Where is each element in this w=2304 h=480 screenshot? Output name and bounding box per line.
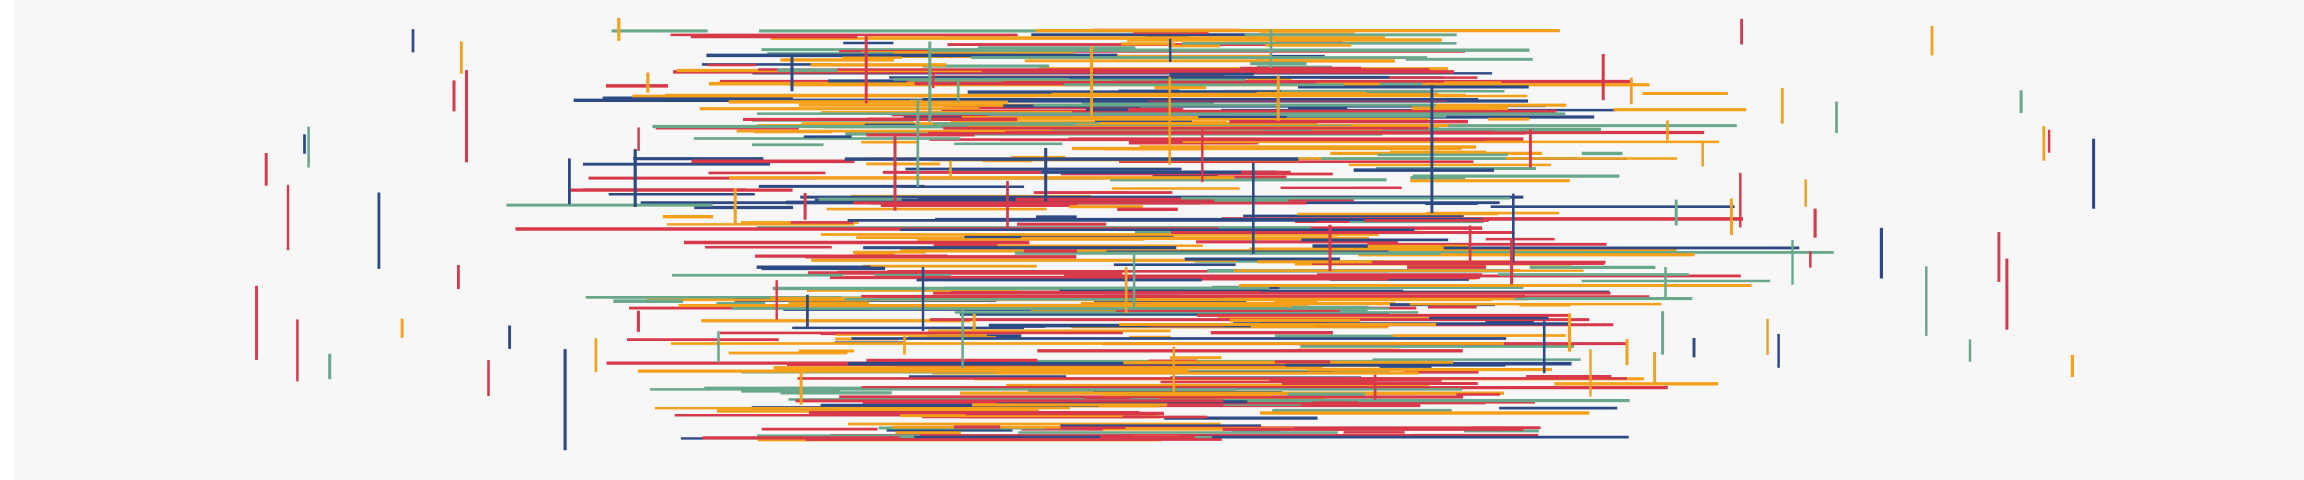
line-art (255, 17, 2096, 451)
horizontal-strokes-layer (506, 28, 1834, 442)
artwork-canvas (14, 0, 2304, 480)
vertical-strokes-layer (255, 17, 2096, 451)
